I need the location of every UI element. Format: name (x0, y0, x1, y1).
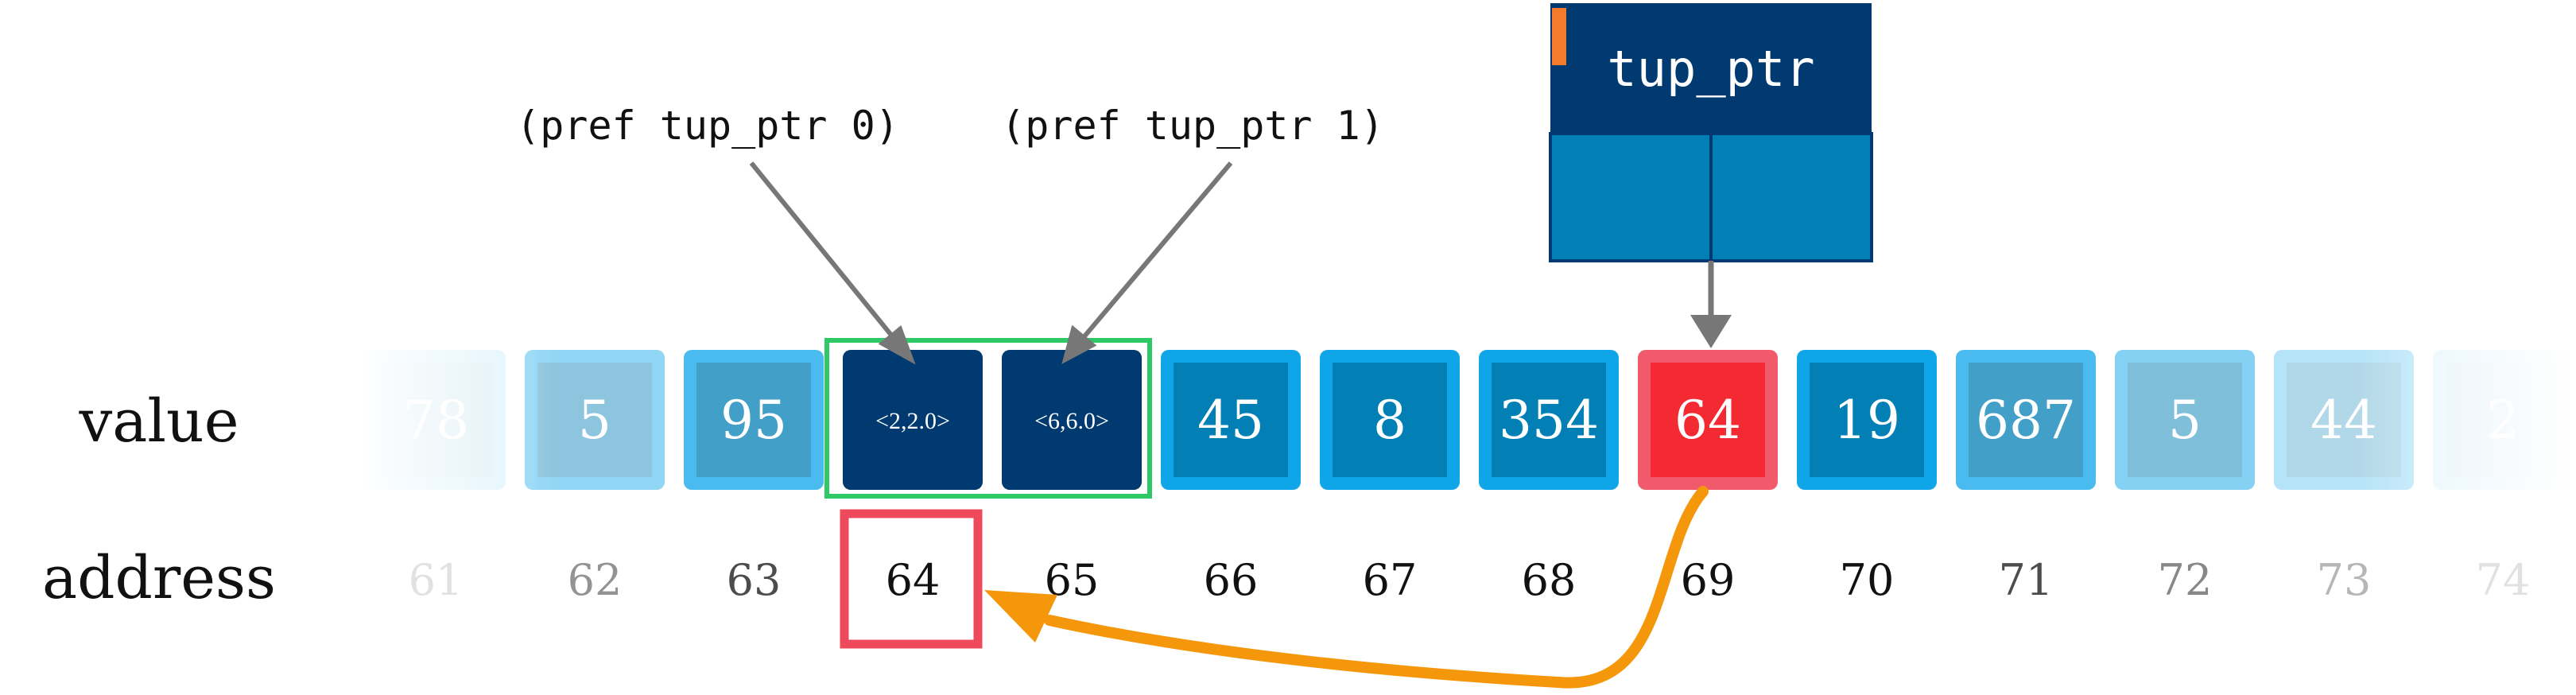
memory-cell-value: 8 (1373, 390, 1406, 451)
memory-cell: 5 (2115, 350, 2255, 490)
memory-cell-frame (525, 350, 665, 490)
memory-cell-fill (1492, 363, 1606, 477)
right-fade-overlay (2353, 342, 2576, 501)
memory-cell-value: <6,6.0> (1034, 408, 1109, 434)
memory-cell-fill (1651, 363, 1765, 477)
memory-cell: 354 (1479, 350, 1619, 490)
address-label: 72 (2158, 555, 2213, 605)
memory-cell-value: 64 (1674, 390, 1741, 451)
memory-cell-value: <2,2.0> (875, 408, 950, 434)
memory-cell-value: 95 (720, 390, 787, 451)
tup-ptr-arrowhead (1690, 315, 1732, 348)
memory-cell-value: 45 (1197, 390, 1264, 451)
tup-ptr-header (1550, 3, 1872, 134)
address-label: 73 (2317, 555, 2372, 605)
memory-cell-value: 5 (2168, 390, 2202, 451)
tup-ptr-variable: tup_ptr (1549, 3, 1873, 348)
left-fade-overlay (350, 342, 557, 501)
memory-cell: 19 (1797, 350, 1937, 490)
address-row-label: address (42, 544, 276, 612)
address-label: 69 (1681, 555, 1736, 605)
memory-cell-fill (1014, 363, 1129, 477)
memory-cell: 8 (1320, 350, 1460, 490)
deref-arrowhead (984, 590, 1057, 643)
callout-arrow-1 (1077, 161, 1233, 344)
memory-cell-value: 687 (1976, 390, 2076, 451)
target-address-box (840, 509, 983, 649)
memory-cell-fill (696, 363, 811, 477)
callout-arrow-0 (749, 161, 899, 344)
callout-arrows (749, 161, 1233, 365)
value-row-label: value (78, 387, 239, 456)
memory-cell-value: 5 (578, 390, 611, 451)
memory-cells: 78595<2,2.0><6,6.0>45835464196875442 (366, 350, 2573, 490)
callout-arrowhead-1 (1061, 324, 1097, 364)
memory-cell-value: 354 (1499, 390, 1599, 451)
memory-cell-fill (2128, 363, 2242, 477)
memory-cell-fill (1333, 363, 1447, 477)
address-label: 66 (1204, 555, 1259, 605)
address-label: 63 (727, 555, 782, 605)
callout-arrowhead-0 (878, 325, 916, 365)
callout-pref-0: (pref tup_ptr 0) (516, 103, 899, 149)
memory-cell: 45 (1161, 350, 1301, 490)
tuple-group-box (824, 338, 1152, 499)
memory-cell-fill (1174, 363, 1288, 477)
address-label: 68 (1522, 555, 1577, 605)
address-label: 67 (1363, 555, 1418, 605)
address-label: 61 (409, 555, 464, 605)
memory-cell: 64 (1638, 350, 1778, 490)
memory-cell: 687 (1956, 350, 2096, 490)
memory-cell-fill (1810, 363, 1924, 477)
tup-ptr-tab-icon (1552, 8, 1566, 65)
memory-cell: <6,6.0> (1002, 350, 1142, 490)
memory-cell-value: 19 (1833, 390, 1900, 451)
memory-cell-fill (855, 363, 970, 477)
tup-ptr-name: tup_ptr (1607, 40, 1814, 98)
memory-cell-fill (1969, 363, 2083, 477)
callout-pref-1: (pref tup_ptr 1) (1001, 103, 1384, 149)
address-label: 71 (1999, 555, 2054, 605)
address-label: 74 (2476, 555, 2531, 605)
address-label: 62 (568, 555, 623, 605)
memory-cell: <2,2.0> (843, 350, 983, 490)
address-label: 70 (1840, 555, 1895, 605)
address-label: 64 (886, 555, 941, 605)
deref-arrow (1044, 486, 1709, 689)
memory-cell: 95 (684, 350, 824, 490)
